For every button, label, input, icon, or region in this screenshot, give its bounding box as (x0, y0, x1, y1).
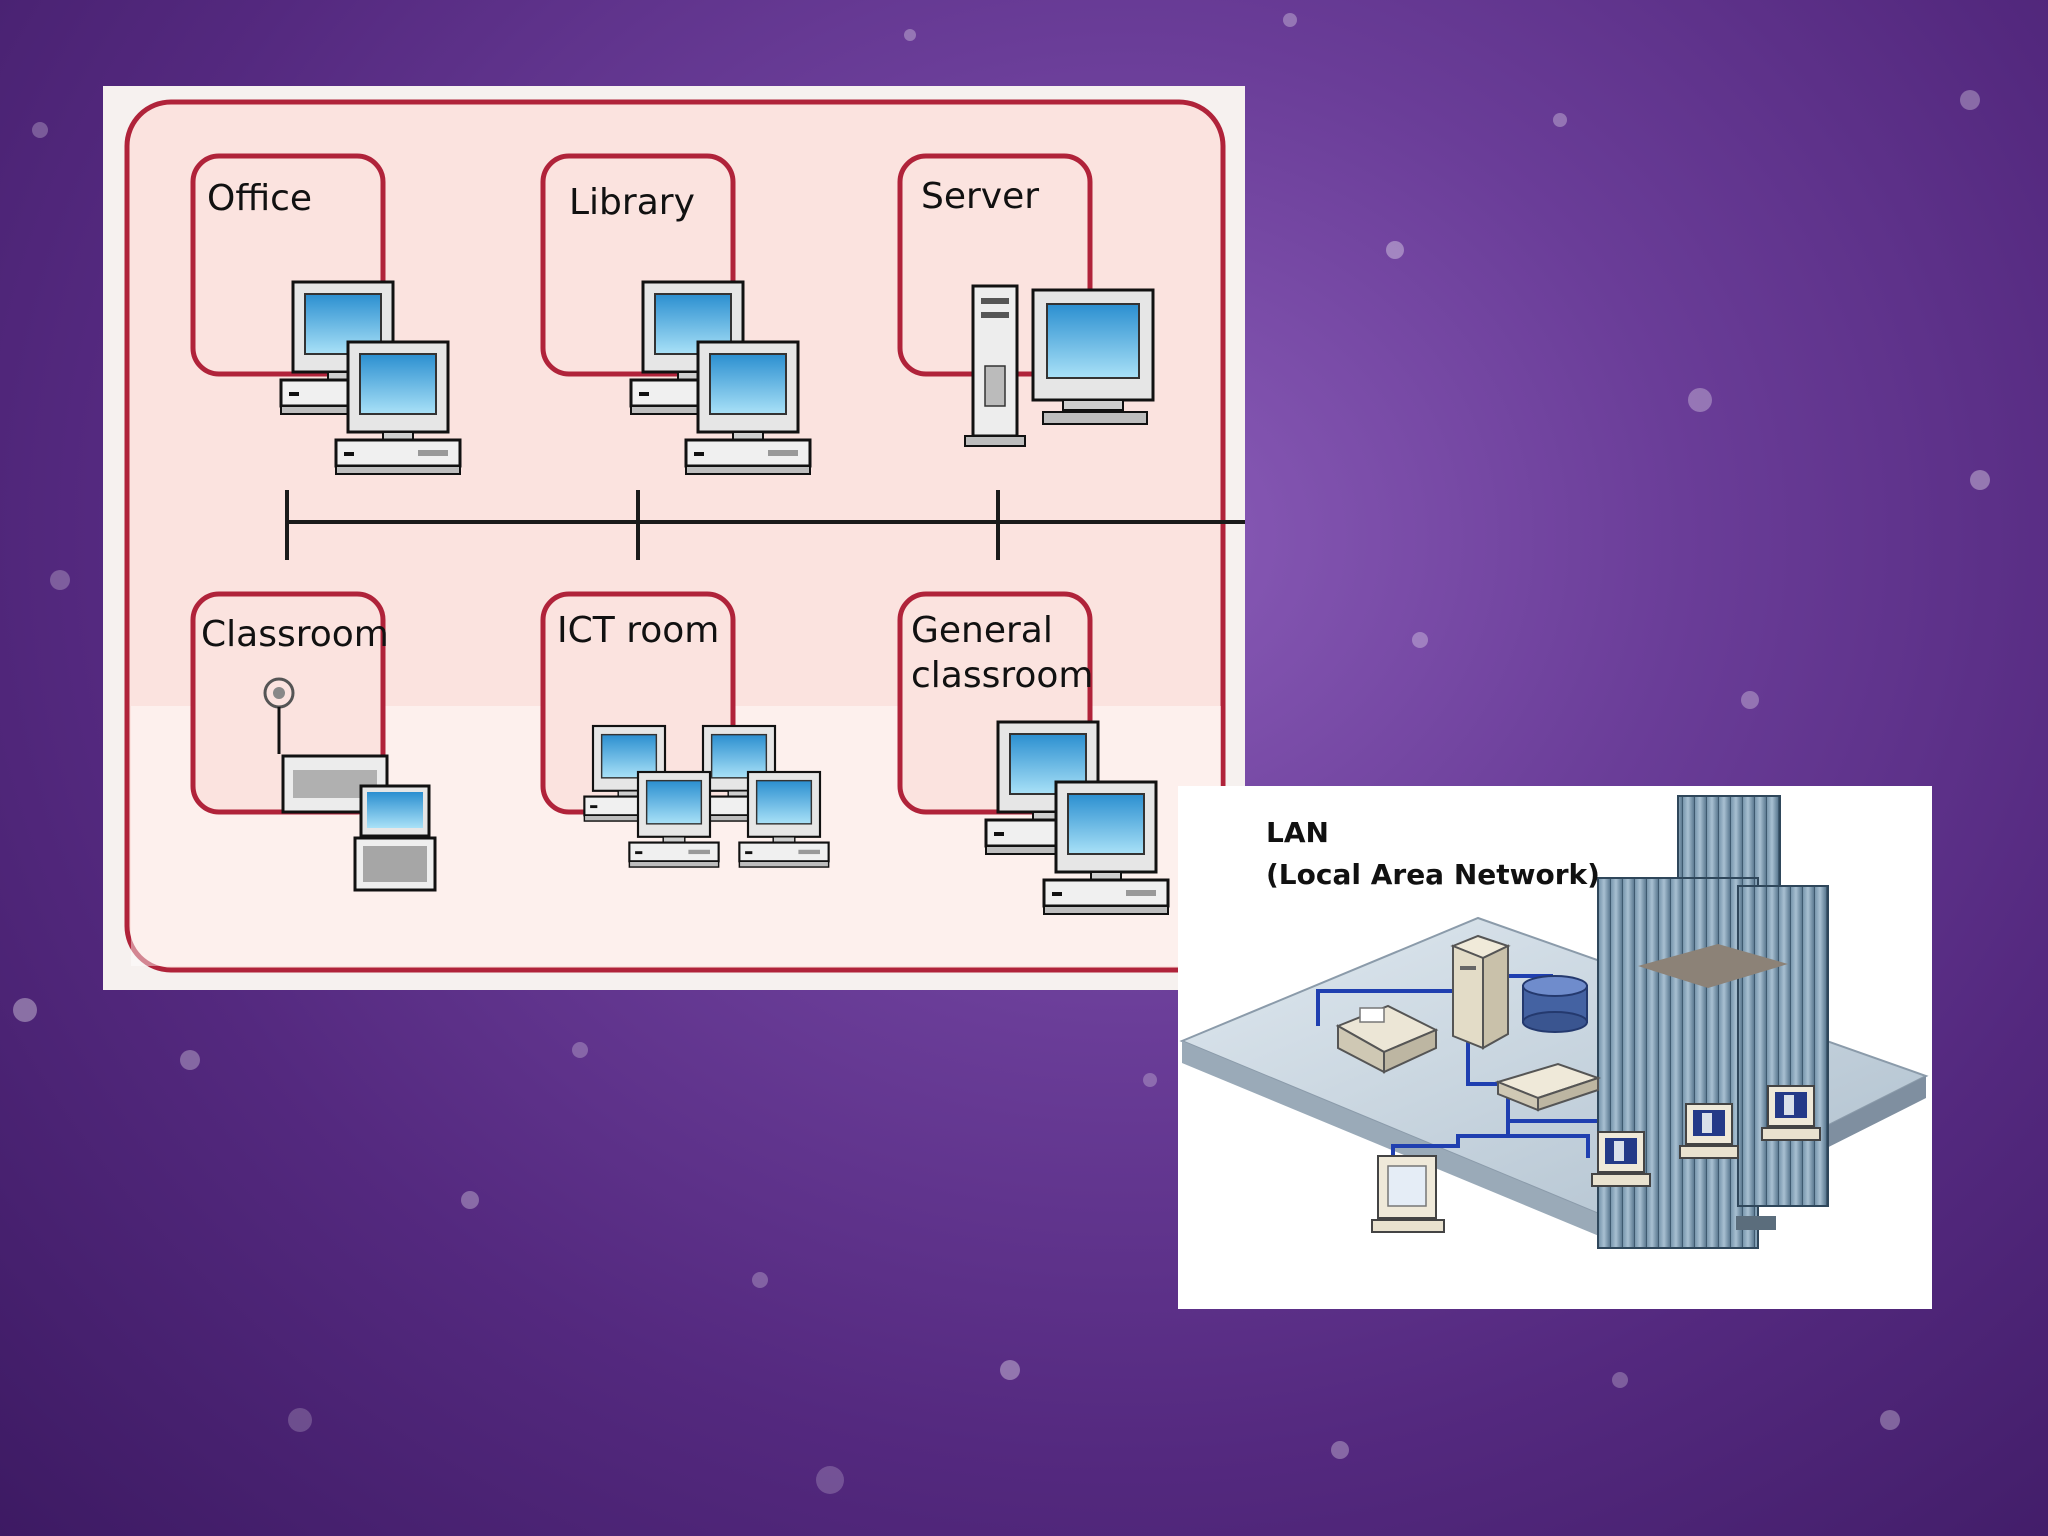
network-hub-icon (1494, 1062, 1602, 1112)
printer-icon (1335, 1004, 1439, 1074)
lan-illustration: LAN (Local Area Network) (1178, 786, 1932, 1309)
storage-database-icon (1522, 975, 1588, 1033)
room-label-office: Office (207, 178, 312, 219)
room-label-classroom: Classroom (201, 614, 389, 655)
network-backbone (285, 490, 1245, 560)
lan-title: LAN (1266, 816, 1329, 849)
room-label-ict-room: ICT room (557, 610, 719, 651)
workstation-main-icon (1371, 1155, 1445, 1233)
school-network-svg: Office Library Server Classroom ICT room… (124, 99, 1245, 973)
lan-illustration-svg: LAN (Local Area Network) (1179, 795, 1929, 1249)
room-label-server: Server (921, 176, 1039, 217)
workstations-icon (1371, 1085, 1821, 1233)
school-network-diagram: Office Library Server Classroom ICT room… (103, 86, 1245, 990)
classroom-wireless-laptop-icon (263, 677, 437, 892)
lan-subtitle: (Local Area Network) (1266, 858, 1600, 891)
room-label-general: General (911, 610, 1053, 651)
server-icon (964, 284, 1155, 447)
room-label-library: Library (569, 182, 695, 223)
server-tower-icon (1450, 934, 1511, 1050)
room-label-classroom-2: classroom (911, 655, 1094, 696)
